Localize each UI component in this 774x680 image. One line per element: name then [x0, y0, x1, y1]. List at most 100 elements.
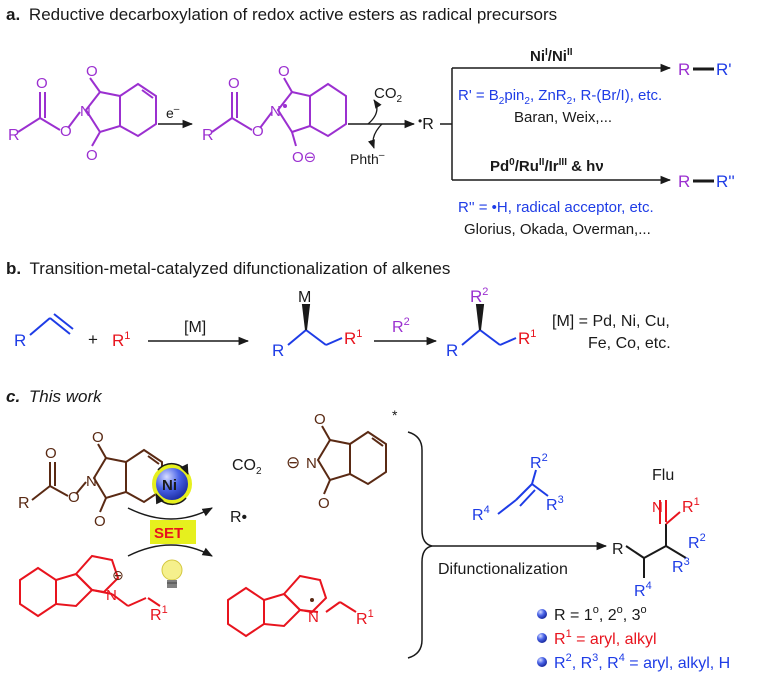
intermediate-imide-o: O: [278, 63, 290, 80]
section-c: c. This work R O O N O O Ni SET: [6, 387, 730, 672]
final-product-r4: R4: [634, 580, 652, 600]
ester-n-label: N: [80, 103, 91, 120]
radical-anion-structure: [211, 77, 347, 147]
phth-release-arrow: [367, 123, 383, 149]
phthalimide-minus: ⊖: [286, 453, 300, 472]
final-product-n: N: [652, 499, 663, 516]
imine-radical-dot: [310, 598, 314, 602]
bullet-icon: [537, 657, 547, 667]
alkene-r4: R4: [472, 504, 490, 524]
section-b-heading: b. Transition-metal-catalyzed difunction…: [6, 259, 450, 278]
reagent-r1: R1: [112, 330, 130, 350]
redox-active-ester-structure: [17, 77, 157, 147]
nickel-cycle-arrow-top: [157, 462, 189, 475]
set-box: [150, 520, 196, 544]
radical-dot: [283, 104, 287, 108]
scope-radical-types: R = 1o, 2o, 3o: [554, 604, 647, 624]
r2-reagent-label: R2: [392, 316, 410, 336]
imine-radical-r1: R1: [356, 608, 374, 628]
brown-ester-r: R: [18, 495, 30, 512]
bottom-product-r: R: [678, 172, 690, 191]
excited-state-asterisk: *: [392, 407, 398, 423]
nickel-coupling-partners: R' = B2pin2, ZnR2, R-(Br/I), etc.: [458, 87, 662, 107]
scope-alkene-substituents: R2, R3, R4 = aryl, alkyl, H: [554, 652, 730, 672]
set-label: SET: [154, 525, 183, 542]
nickel-label: Ni: [162, 477, 177, 494]
phthalimide-o-top: O: [314, 411, 326, 428]
phthalimide-o-bottom: O: [318, 495, 330, 512]
co2-byproduct: CO2: [232, 457, 262, 477]
brown-ester-carbonyl-o: O: [45, 445, 57, 462]
brown-ester-n: N: [86, 473, 97, 490]
final-product-r2: R2: [688, 532, 706, 552]
alkene-structure: [29, 313, 74, 336]
alkene-r-label: R: [14, 331, 26, 350]
metal-catalyst-label: [M]: [184, 319, 206, 336]
product-r1: R1: [518, 328, 536, 348]
metal-list-line1: [M] = Pd, Ni, Cu,: [552, 313, 670, 330]
intermediate-o-label: O: [252, 123, 264, 140]
co2-label: CO2: [374, 85, 403, 105]
final-product-r: R: [612, 541, 624, 558]
intermediate-r-label: R: [202, 127, 214, 144]
phth-anion-label: Phth–: [350, 150, 385, 167]
bottom-product-rdoubleprime: R'': [716, 172, 735, 191]
top-product-rprime: R': [716, 60, 732, 79]
ester-carbonyl-o: O: [36, 75, 48, 92]
fluorenyl-imine-anion: [19, 554, 161, 618]
alkyl-radical-c: R•: [230, 509, 247, 526]
top-product-r: R: [678, 60, 690, 79]
metal-list-line2: Fe, Co, etc.: [588, 335, 671, 352]
nickel-cycle-arrow-bottom: [155, 493, 187, 506]
brown-ester-imide-o-top: O: [92, 429, 104, 446]
nickel-catalyst-sphere: [152, 464, 192, 504]
ester-o-label: O: [60, 123, 72, 140]
set-arrow-upper: [127, 507, 213, 520]
final-product-r1: R1: [682, 496, 700, 516]
bullet-icon: [537, 609, 547, 619]
intermediate-r: R: [272, 341, 284, 360]
brown-ester-imide-o-bottom: O: [94, 513, 106, 530]
fluorenyl-imine-radical: [227, 574, 357, 638]
scope-r1-types: R1 = aryl, alkyl: [554, 628, 657, 648]
photoredox-catalyst-label: Pd0/RuII/IrIII & hν: [490, 157, 604, 175]
ester-imide-o-bottom: O: [86, 147, 98, 164]
brown-ester-o: O: [68, 489, 80, 506]
electron-label: e–: [166, 104, 180, 121]
intermediate-r1: R1: [344, 328, 362, 348]
trisubstituted-alkene: [497, 469, 549, 515]
intermediate-n-label: N: [270, 103, 281, 120]
section-c-heading: c. This work: [6, 387, 103, 406]
difunctionalization-label: Difunctionalization: [438, 561, 568, 578]
intermediate-o-minus: O⊖: [292, 149, 316, 166]
final-product-structure: [625, 500, 687, 578]
phthalimide-n: N: [306, 455, 317, 472]
set-arrow-lower: [127, 544, 213, 557]
imine-anion-r1: R1: [150, 604, 168, 624]
alkene-r2: R2: [530, 452, 548, 472]
final-product-r3: R3: [672, 556, 690, 576]
imine-anion-n: N: [106, 587, 117, 604]
imine-anion-charge: ⊖: [112, 567, 124, 583]
plus-sign: +: [88, 330, 98, 349]
product-r: R: [446, 341, 458, 360]
section-a: a. Reductive decarboxylation of redox ac…: [6, 5, 735, 238]
imine-radical-n: N: [308, 609, 319, 626]
nickel-catalyst-label: NiI/NiII: [530, 47, 573, 65]
phthalimide-anion-structure: [316, 425, 387, 495]
intermediate-carbonyl-o: O: [228, 75, 240, 92]
final-product-flu: Flu: [652, 467, 674, 484]
ester-r-label: R: [8, 127, 20, 144]
co2-release-arrow: [367, 99, 382, 125]
section-b: b. Transition-metal-catalyzed difunction…: [6, 259, 671, 360]
difunctionalized-product: [461, 304, 517, 346]
light-bulb-icon: [161, 559, 183, 588]
alkene-r3: R3: [546, 494, 564, 514]
nickel-authors: Baran, Weix,...: [514, 109, 612, 126]
photoredox-authors: Glorius, Okada, Overman,...: [464, 221, 651, 238]
combining-bracket: [407, 431, 433, 659]
product-r2: R2: [470, 286, 488, 306]
metal-m-label: M: [298, 289, 311, 306]
bullet-icon: [537, 633, 547, 643]
